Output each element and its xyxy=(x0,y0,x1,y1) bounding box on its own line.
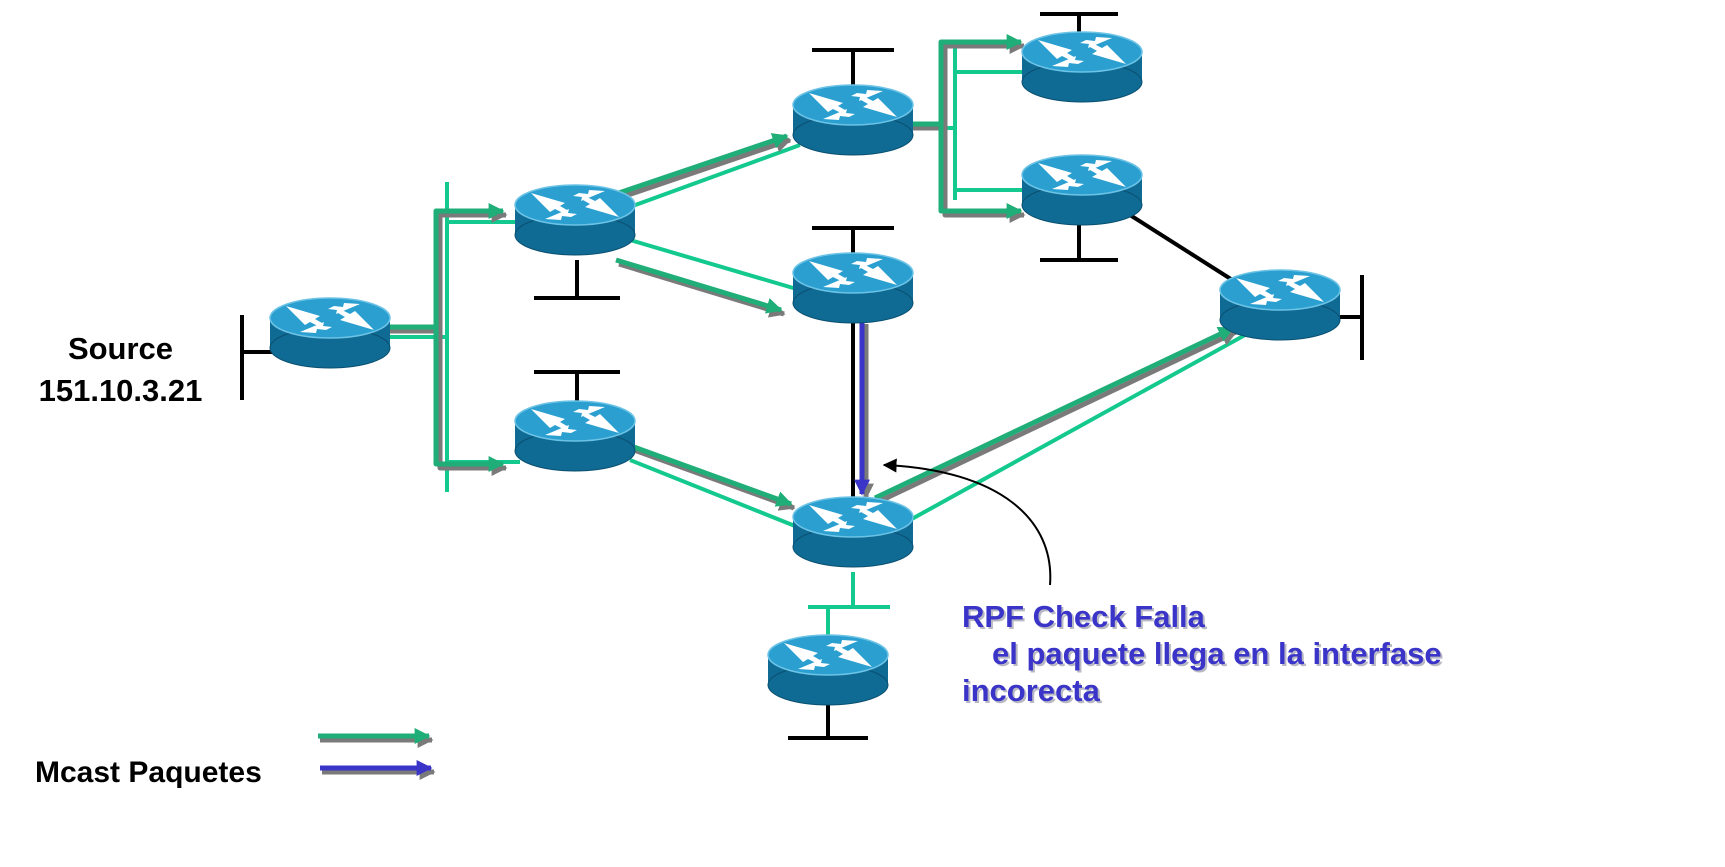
router-icon xyxy=(1021,31,1143,103)
router-icon xyxy=(1021,154,1143,226)
source-address: 151.10.3.21 xyxy=(38,373,203,408)
router-icon xyxy=(269,297,391,369)
router-icon xyxy=(792,496,914,568)
rpf-callout-pointer xyxy=(882,458,1052,586)
lan-segments xyxy=(240,12,1364,740)
rpf-fail-callout: RPF Check Falla el paquete llega en la i… xyxy=(962,598,1442,709)
rpf-line-2: el paquete llega en la interfase xyxy=(992,636,1442,671)
router-icon xyxy=(792,84,914,156)
source-name: Source xyxy=(67,331,174,366)
router-icon xyxy=(792,252,914,324)
router-icon xyxy=(767,634,889,706)
rpf-line-3: incorecta xyxy=(962,673,1100,708)
rpf-line-1: RPF Check Falla xyxy=(962,599,1205,634)
router-icon xyxy=(1219,269,1341,341)
multicast-arrows xyxy=(318,33,1238,781)
legend-label: Mcast Paquetes xyxy=(35,756,262,789)
source-label: Source 151.10.3.21 xyxy=(18,328,223,412)
router-icon xyxy=(514,184,636,256)
router-icon xyxy=(514,400,636,472)
